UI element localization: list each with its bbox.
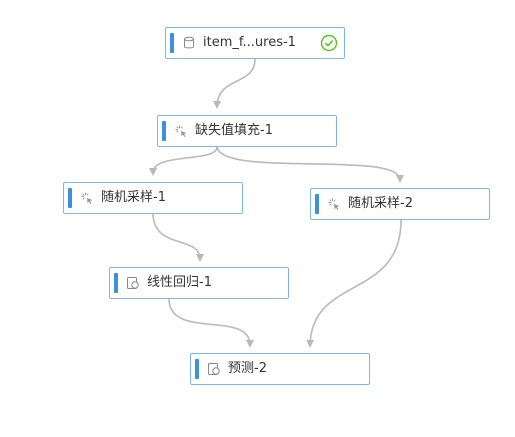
node-label: 预测-2: [228, 361, 267, 376]
node-linear-regression[interactable]: 线性回归-1: [109, 267, 289, 299]
node-accent-bar: [315, 194, 319, 214]
node-accent-bar: [162, 121, 166, 141]
model-icon: [126, 276, 140, 290]
node-accent-bar: [114, 273, 118, 293]
edge-n4-n6[interactable]: [306, 219, 402, 348]
edge-n3-n5[interactable]: [152, 212, 204, 262]
model-icon: [207, 362, 221, 376]
node-missing-value-fill[interactable]: 缺失值填充-1: [157, 115, 337, 147]
edge-n1-n2[interactable]: [213, 58, 256, 109]
node-predict-2[interactable]: 预测-2: [190, 353, 370, 385]
node-label: 随机采样-2: [348, 196, 413, 211]
node-random-sample-1[interactable]: 随机采样-1: [63, 182, 243, 214]
edge-n5-n6[interactable]: [168, 298, 254, 348]
database-icon: [182, 36, 196, 50]
node-label: item_f...ures-1: [203, 35, 296, 50]
success-check-icon: [320, 34, 338, 52]
node-accent-bar: [68, 188, 72, 208]
node-random-sample-2[interactable]: 随机采样-2: [310, 188, 490, 220]
cursor-click-icon: [174, 124, 188, 138]
cursor-click-icon: [327, 197, 341, 211]
edge-n2-n3[interactable]: [149, 146, 218, 176]
node-accent-bar: [170, 33, 174, 53]
node-accent-bar: [195, 359, 199, 379]
node-label: 随机采样-1: [101, 190, 166, 205]
node-label: 线性回归-1: [147, 275, 212, 290]
node-label: 缺失值填充-1: [195, 123, 273, 138]
cursor-click-icon: [80, 191, 94, 205]
node-item-features[interactable]: item_f...ures-1: [165, 27, 345, 59]
edge-n2-n4[interactable]: [216, 146, 404, 183]
